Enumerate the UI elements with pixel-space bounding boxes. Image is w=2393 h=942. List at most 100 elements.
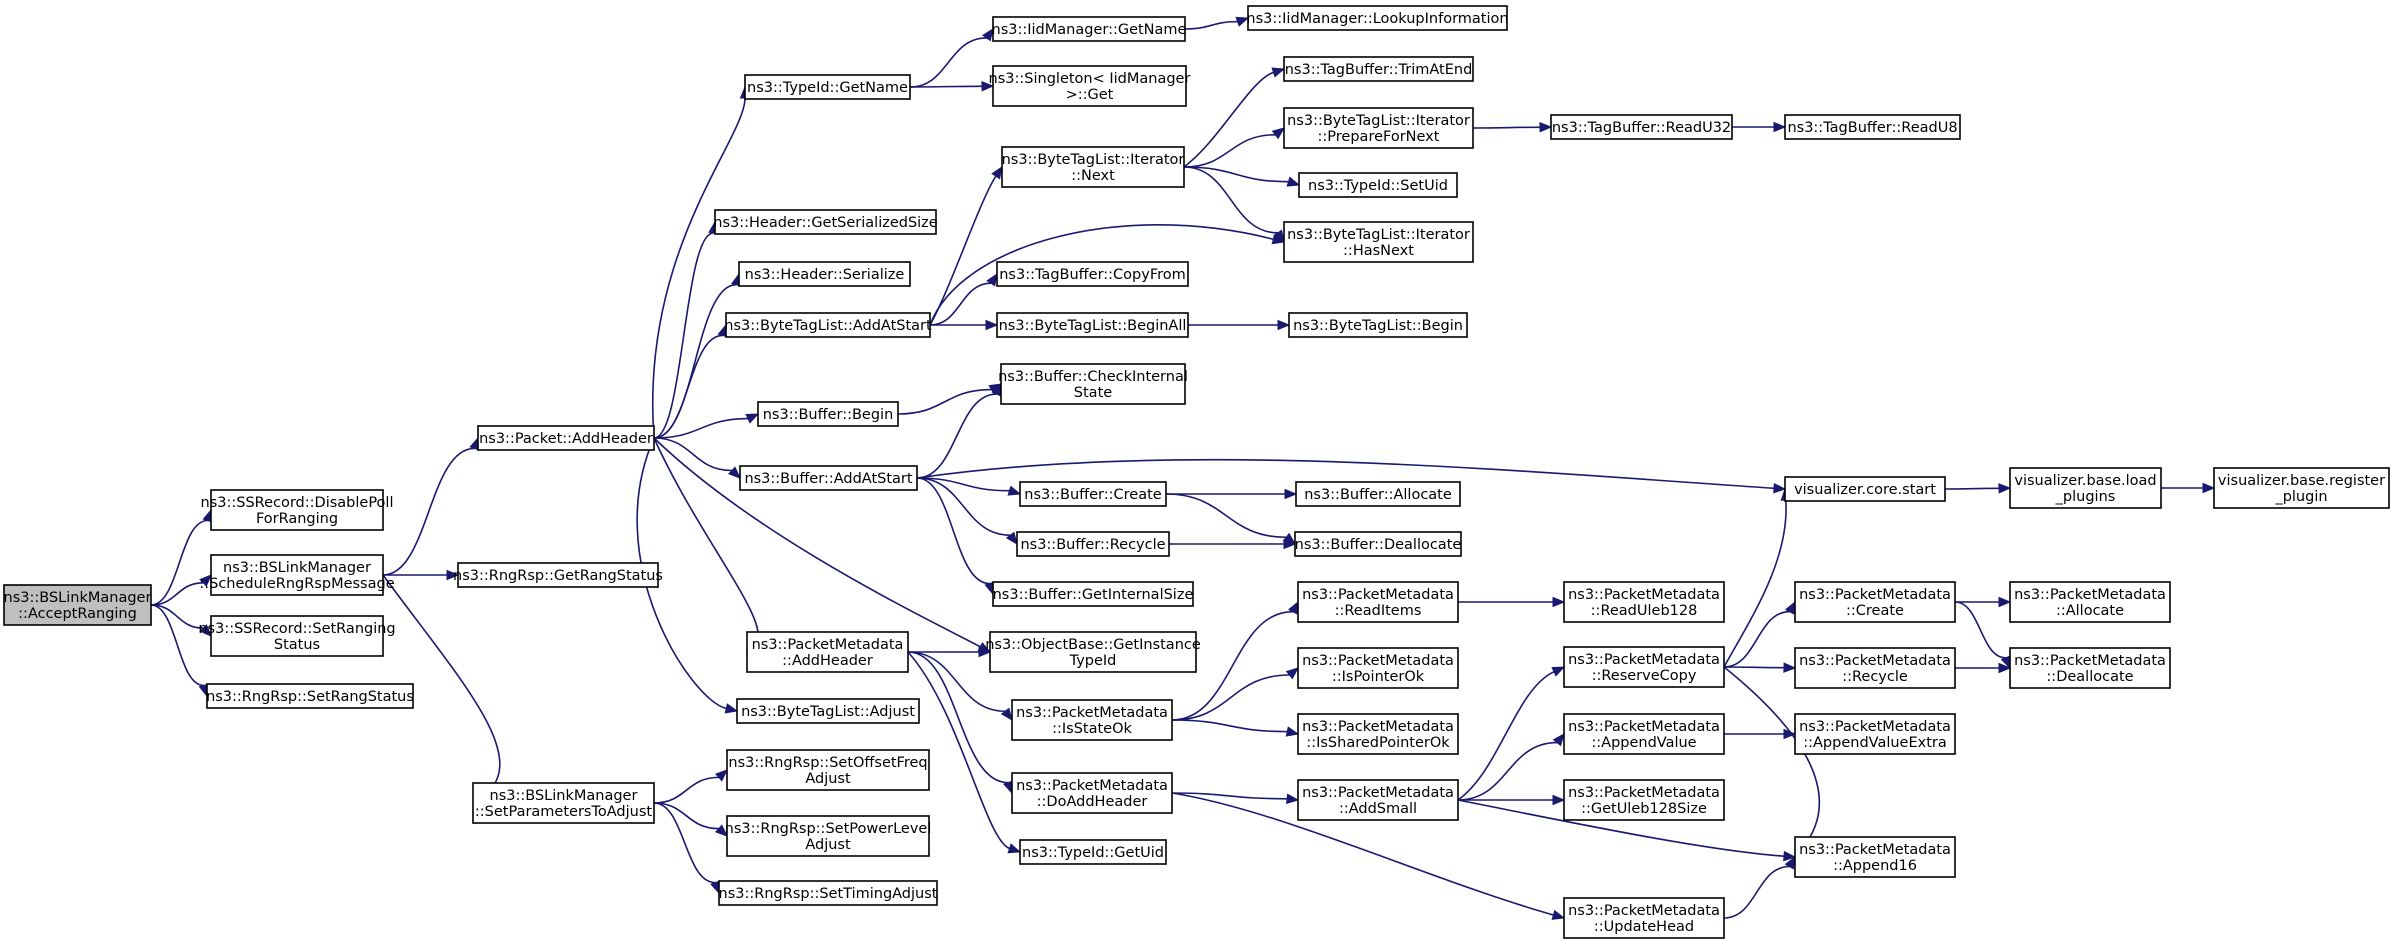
node-label: ns3::BSLinkManager xyxy=(490,788,638,804)
function-node-ns3-packetmetadata-doaddheader[interactable]: ns3::PacketMetadata::DoAddHeader xyxy=(1011,772,1173,814)
edge-line xyxy=(916,393,997,479)
node-label: ns3::PacketMetadata xyxy=(1302,719,1454,735)
function-node-ns3-typeid-setuid[interactable]: ns3::TypeId::SetUid xyxy=(1298,172,1458,198)
function-node-ns3-packetmetadata-readuleb128[interactable]: ns3::PacketMetadata::ReadUleb128 xyxy=(1563,581,1725,623)
function-node-ns3-buffer-begin[interactable]: ns3::Buffer::Begin xyxy=(757,401,899,427)
function-node-ns3-iidmanager-getname[interactable]: ns3::IidManager::GetName xyxy=(992,16,1187,42)
call-edge-n21-n36 xyxy=(1183,166,1285,244)
function-node-ns3-tagbuffer-trimatend[interactable]: ns3::TagBuffer::TrimAtEnd xyxy=(1283,56,1474,82)
call-edge-n2-n6 xyxy=(383,569,460,581)
node-label: ns3::PacketMetadata xyxy=(1568,652,1720,668)
node-box xyxy=(1288,312,1468,338)
call-edge-n29-n41 xyxy=(1171,667,1300,721)
arrowhead xyxy=(1007,843,1022,854)
function-node-ns3-bytetaglist-iterator-hasnext[interactable]: ns3::ByteTagList::Iterator::HasNext xyxy=(1283,221,1474,263)
arrowhead xyxy=(1552,596,1566,608)
function-node-ns3-buffer-getinternalsize[interactable]: ns3::Buffer::GetInternalSize xyxy=(992,581,1194,607)
function-node-ns3-bytetaglist-begin[interactable]: ns3::ByteTagList::Begin xyxy=(1288,312,1468,338)
call-edge-n23-n37 xyxy=(1187,319,1291,331)
node-box xyxy=(1295,481,1461,507)
function-node-ns3-header-serialize[interactable]: ns3::Header::Serialize xyxy=(738,261,911,287)
function-node-ns3-header-getserializedsize[interactable]: ns3::Header::GetSerializedSize xyxy=(713,209,938,235)
node-label: ::GetUleb128Size xyxy=(1581,801,1707,817)
edge-line xyxy=(653,283,737,439)
call-edge-n53-n57 xyxy=(2161,482,2216,494)
function-node-ns3-packetmetadata-append16[interactable]: ns3::PacketMetadata::Append16 xyxy=(1794,836,1956,878)
edge-line xyxy=(382,447,475,576)
function-node-visualizer-base-register-plugin[interactable]: visualizer.base.register_plugin xyxy=(2213,467,2390,509)
edge-line xyxy=(916,477,990,585)
function-node-ns3-packetmetadata-appendvalueextra[interactable]: ns3::PacketMetadata::AppendValueExtra xyxy=(1794,713,1956,755)
function-node-ns3-tagbuffer-copyfrom[interactable]: ns3::TagBuffer::CopyFrom xyxy=(996,261,1189,287)
arrowhead xyxy=(1285,667,1300,680)
arrowhead xyxy=(745,413,760,424)
node-label: ns3::ByteTagList::Iterator xyxy=(1287,113,1470,129)
function-node-visualizer-core-start[interactable]: visualizer.core.start xyxy=(1784,476,1946,502)
function-node-ns3-packetmetadata-allocate[interactable]: ns3::PacketMetadata::Allocate xyxy=(2009,581,2171,623)
node-box xyxy=(1563,581,1725,623)
function-node-ns3-packetmetadata-issharedpointerok[interactable]: ns3::PacketMetadata::IsSharedPointerOk xyxy=(1297,713,1459,755)
edge-line xyxy=(1472,126,1541,129)
function-node-ns3-packetmetadata-updatehead[interactable]: ns3::PacketMetadata::UpdateHead xyxy=(1563,897,1725,939)
node-label: ns3::RngRsp::SetTimingAdjust xyxy=(719,886,938,902)
function-node-ns3-buffer-create[interactable]: ns3::Buffer::Create xyxy=(1019,481,1167,507)
function-node-ns3-bytetaglist-addatstart[interactable]: ns3::ByteTagList::AddAtStart xyxy=(724,312,932,338)
arrowhead xyxy=(1286,176,1301,187)
function-node-visualizer-base-load-plugins[interactable]: visualizer.base.load_plugins xyxy=(2009,467,2162,509)
function-node-ns3-buffer-addatstart[interactable]: ns3::Buffer::AddAtStart xyxy=(739,465,918,491)
function-node-ns3-bytetaglist-beginall[interactable]: ns3::ByteTagList::BeginAll xyxy=(996,312,1189,338)
function-node-ns3-tagbuffer-readu32[interactable]: ns3::TagBuffer::ReadU32 xyxy=(1550,114,1733,140)
node-box xyxy=(1784,114,1961,140)
function-node-ns3-packetmetadata-deallocate[interactable]: ns3::PacketMetadata::Deallocate xyxy=(2009,647,2171,689)
function-node-ns3-bslinkmanager-setparameterstoadjust[interactable]: ns3::BSLinkManager::SetParametersToAdjus… xyxy=(472,782,655,824)
function-node-ns3-singleton-iidmanager-get[interactable]: ns3::Singleton< IidManager >::Get xyxy=(989,65,1191,107)
function-node-ns3-bytetaglist-adjust[interactable]: ns3::ByteTagList::Adjust xyxy=(736,698,920,724)
function-node-ns3-packetmetadata-addsmall[interactable]: ns3::PacketMetadata::AddSmall xyxy=(1297,779,1459,821)
node-label: ns3::Singleton< IidManager xyxy=(989,71,1191,87)
node-label: ns3::ByteTagList::Begin xyxy=(1293,318,1463,334)
edge-line xyxy=(1183,166,1289,183)
function-node-ns3-bytetaglist-iterator-next[interactable]: ns3::ByteTagList::Iterator::Next xyxy=(1001,146,1185,188)
function-node-ns3-packetmetadata-isstateok[interactable]: ns3::PacketMetadata::IsStateOk xyxy=(1011,699,1173,741)
node-box xyxy=(744,74,911,100)
edge-line xyxy=(653,437,732,472)
function-node-ns3-packetmetadata-addheader[interactable]: ns3::PacketMetadata::AddHeader xyxy=(746,631,909,673)
node-box xyxy=(210,489,384,531)
function-node-ns3-packetmetadata-recycle[interactable]: ns3::PacketMetadata::Recycle xyxy=(1794,647,1956,689)
function-node-ns3-packetmetadata-readitems[interactable]: ns3::PacketMetadata::ReadItems xyxy=(1297,581,1459,623)
function-node-ns3-packetmetadata-getuleb128size[interactable]: ns3::PacketMetadata::GetUleb128Size xyxy=(1563,779,1725,821)
node-box xyxy=(725,312,931,338)
function-node-ns3-packet-addheader[interactable]: ns3::Packet::AddHeader xyxy=(477,425,655,451)
function-node-ns3-rngrsp-settimingadjust[interactable]: ns3::RngRsp::SetTimingAdjust xyxy=(718,880,938,906)
arrowhead xyxy=(1277,319,1291,331)
function-node-ns3-buffer-deallocate[interactable]: ns3::Buffer::Deallocate xyxy=(1294,531,1462,557)
function-node-ns3-bslinkmanager-acceptranging[interactable]: ns3::BSLinkManager::AcceptRanging xyxy=(3,584,152,626)
function-node-ns3-packetmetadata-ispointerok[interactable]: ns3::PacketMetadata::IsPointerOk xyxy=(1297,647,1459,689)
function-node-ns3-bytetaglist-iterator-preparefornext[interactable]: ns3::ByteTagList::Iterator::PrepareForNe… xyxy=(1283,107,1474,149)
node-label: ns3::Buffer::Deallocate xyxy=(1295,537,1462,553)
function-node-ns3-rngrsp-getrangstatus[interactable]: ns3::RngRsp::GetRangStatus xyxy=(453,562,663,588)
node-box xyxy=(1000,363,1186,405)
call-edge-n0-n3 xyxy=(150,604,212,637)
function-node-ns3-typeid-getuid[interactable]: ns3::TypeId::GetUid xyxy=(1019,839,1167,865)
function-node-ns3-buffer-allocate[interactable]: ns3::Buffer::Allocate xyxy=(1295,481,1461,507)
edge-line xyxy=(653,802,719,830)
function-node-ns3-rngrsp-setrangstatus[interactable]: ns3::RngRsp::SetRangStatus xyxy=(206,683,414,709)
function-node-ns3-buffer-recycle[interactable]: ns3::Buffer::Recycle xyxy=(1016,531,1170,557)
function-node-ns3-typeid-getname[interactable]: ns3::TypeId::GetName xyxy=(744,74,911,100)
function-node-ns3-tagbuffer-readu8[interactable]: ns3::TagBuffer::ReadU8 xyxy=(1784,114,1961,140)
function-node-ns3-packetmetadata-reservecopy[interactable]: ns3::PacketMetadata::ReserveCopy xyxy=(1563,646,1725,688)
node-box xyxy=(718,880,938,906)
function-node-ns3-packetmetadata-create[interactable]: ns3::PacketMetadata::Create xyxy=(1794,581,1956,623)
function-node-ns3-iidmanager-lookupinformation[interactable]: ns3::IidManager::LookupInformation xyxy=(1246,5,1509,31)
node-label: ns3::ByteTagList::Adjust xyxy=(741,704,915,720)
edge-line xyxy=(1171,610,1293,721)
function-node-ns3-bslinkmanager-schedulerngrspmessage[interactable]: ns3::BSLinkManager::ScheduleRngRspMessag… xyxy=(199,554,395,596)
function-node-ns3-packetmetadata-appendvalue[interactable]: ns3::PacketMetadata::AppendValue xyxy=(1563,713,1725,755)
